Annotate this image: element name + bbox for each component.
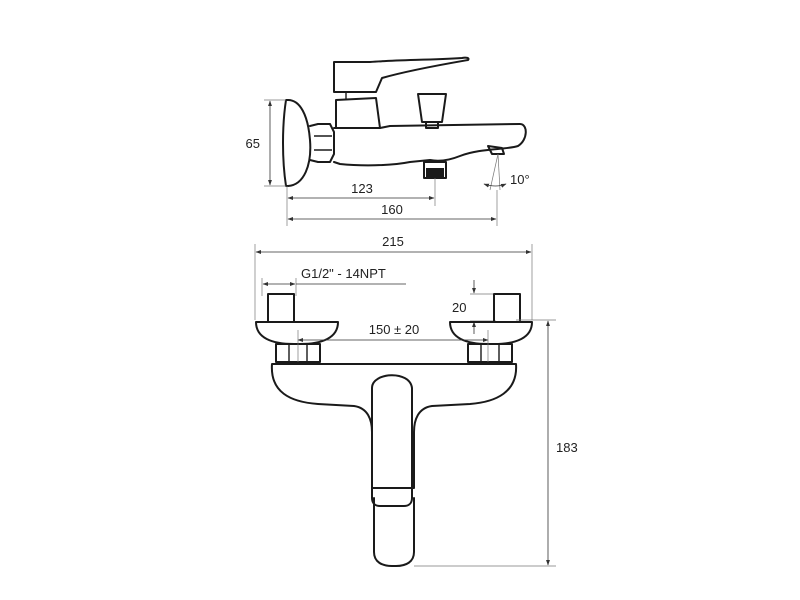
front-spout <box>373 497 415 567</box>
front-mixer-body <box>270 363 518 489</box>
front-right-eccentric <box>493 293 521 323</box>
dim-thread-label: G1/2" - 14NPT <box>301 266 386 281</box>
dim-215-label: 215 <box>382 234 404 249</box>
front-view: 215 G1/2" - 14NPT 20 150 ± 20 <box>254 234 578 567</box>
side-connector-nut <box>309 123 335 163</box>
side-rosette <box>282 99 312 187</box>
side-aerator <box>487 145 505 155</box>
dim-20-label: 20 <box>452 300 466 315</box>
dim-angle-line-b <box>497 153 501 191</box>
diverter-stem <box>425 121 439 129</box>
side-view: 65 10° 123 160 <box>246 56 530 226</box>
dim-centers-label: 150 ± 20 <box>369 322 420 337</box>
front-right-nut <box>467 343 513 363</box>
side-mixer-body <box>333 123 527 167</box>
dim-183-label: 183 <box>556 440 578 455</box>
side-hose-outlet-thread <box>426 168 444 178</box>
dim-angle-line-a <box>489 153 499 191</box>
dim-angle-arc <box>483 183 507 188</box>
dim-angle-label: 10° <box>510 172 530 187</box>
front-right-rosette <box>449 321 533 345</box>
dim-123-label: 123 <box>351 181 373 196</box>
front-left-eccentric <box>267 293 295 323</box>
side-diverter-knob <box>417 93 447 123</box>
front-lever <box>371 374 413 507</box>
dim-160-label: 160 <box>381 202 403 217</box>
side-lever-handle <box>333 56 470 93</box>
front-left-nut <box>275 343 321 363</box>
front-left-rosette <box>255 321 339 345</box>
side-cartridge <box>335 97 381 129</box>
dim-65-label: 65 <box>246 136 260 151</box>
